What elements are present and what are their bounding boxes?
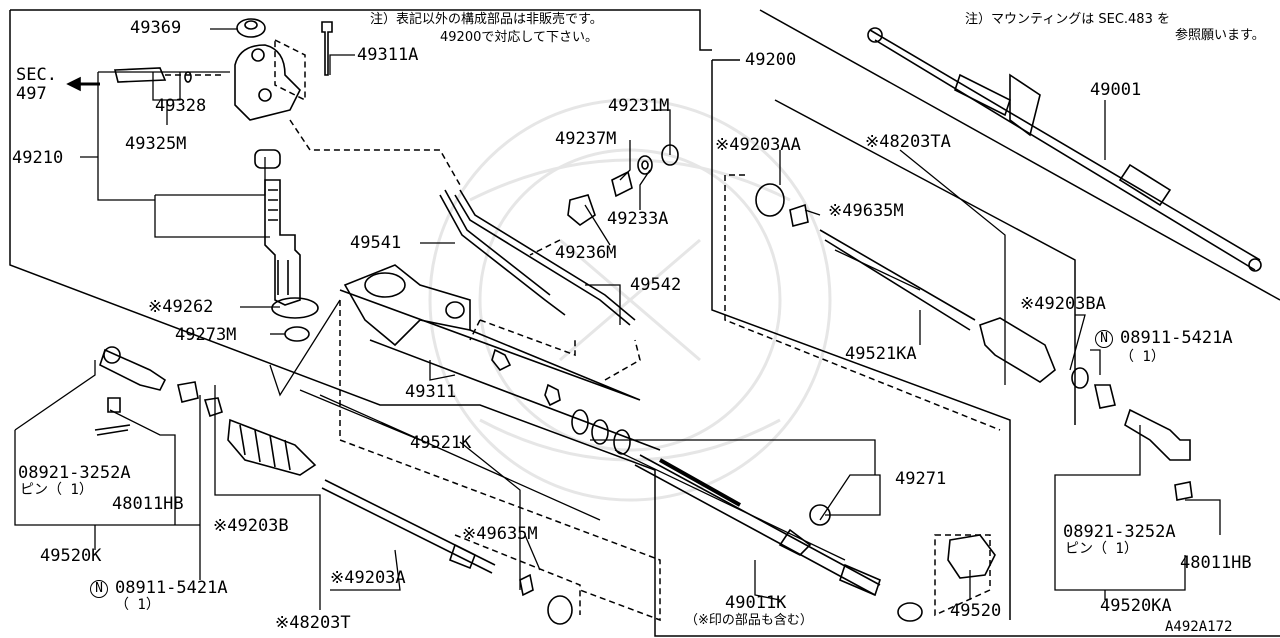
label-08911-right: 08911-5421A <box>1120 328 1233 348</box>
label-49521ka: 49521KA <box>845 344 917 364</box>
label-49203ba: ※49203BA <box>1020 294 1106 314</box>
label-49203aa: ※49203AA <box>715 135 801 155</box>
label-48203t: ※48203T <box>275 613 351 633</box>
dashed-guides <box>165 38 1001 622</box>
label-49236m: 49236M <box>555 243 617 263</box>
n-symbol-right: N <box>1095 330 1113 348</box>
note-top-left-line2: 49200で対応して下さい。 <box>440 30 598 45</box>
note-top-right-line1: 注）マウンティングは SEC.483 を <box>965 12 1170 27</box>
label-08921-right: 08921-3252A <box>1063 522 1176 542</box>
label-49311a: 49311A <box>357 45 419 65</box>
note-includes-asterisk-parts: （※印の部品も含む） <box>685 613 813 628</box>
label-49203a: ※49203A <box>330 568 406 588</box>
label-08921-right-sub: ピン（ 1） <box>1065 541 1138 557</box>
label-49520: 49520 <box>950 601 1002 621</box>
label-08911-left-qty: （ 1） <box>115 597 160 613</box>
label-49311: 49311 <box>405 382 457 402</box>
label-49369: 49369 <box>130 18 182 38</box>
sec-ref-line1[interactable]: SEC. <box>16 65 57 85</box>
label-08921-left-sub: ピン（ 1） <box>20 482 93 498</box>
label-49203b: ※49203B <box>213 516 289 536</box>
label-49521k: 49521K <box>410 433 472 453</box>
label-49541: 49541 <box>350 233 402 253</box>
label-49271: 49271 <box>895 469 947 489</box>
label-49520ka: 49520KA <box>1100 596 1172 616</box>
label-49001: 49001 <box>1090 80 1142 100</box>
label-49328: 49328 <box>155 96 207 116</box>
label-49200: 49200 <box>745 50 797 70</box>
label-49237m: 49237M <box>555 129 617 149</box>
label-49542: 49542 <box>630 275 682 295</box>
label-08921-left: 08921-3252A <box>18 463 131 483</box>
label-48203ta: ※48203TA <box>865 132 951 152</box>
note-top-left-line1: 注）表記以外の構成部品は非販売です。 <box>370 12 603 27</box>
label-49635m-left: ※49635M <box>462 524 538 544</box>
label-49011k: 49011K <box>725 593 787 613</box>
diagram-code: A492A172 <box>1165 619 1233 635</box>
label-49233a: 49233A <box>607 209 669 229</box>
label-49210: 49210 <box>12 148 64 168</box>
label-48011hb-left: 48011HB <box>112 494 184 514</box>
leader-lines <box>14 28 1221 610</box>
label-49273m: 49273M <box>175 325 237 345</box>
label-08911-left: 08911-5421A <box>115 578 228 598</box>
label-08911-right-qty: （ 1） <box>1120 349 1165 365</box>
label-49635m-right: ※49635M <box>828 201 904 221</box>
label-49325m: 49325M <box>125 134 187 154</box>
n-symbol-left: N <box>90 580 108 598</box>
note-top-right-line2: 参照願います。 <box>1175 28 1265 43</box>
sec-ref-line2[interactable]: 497 <box>16 84 47 104</box>
label-49231m: 49231M <box>608 96 670 116</box>
parts-outlines <box>66 18 1262 625</box>
label-49262: ※49262 <box>148 297 214 317</box>
label-48011hb-right: 48011HB <box>1180 553 1252 573</box>
label-49520k: 49520K <box>40 546 102 566</box>
